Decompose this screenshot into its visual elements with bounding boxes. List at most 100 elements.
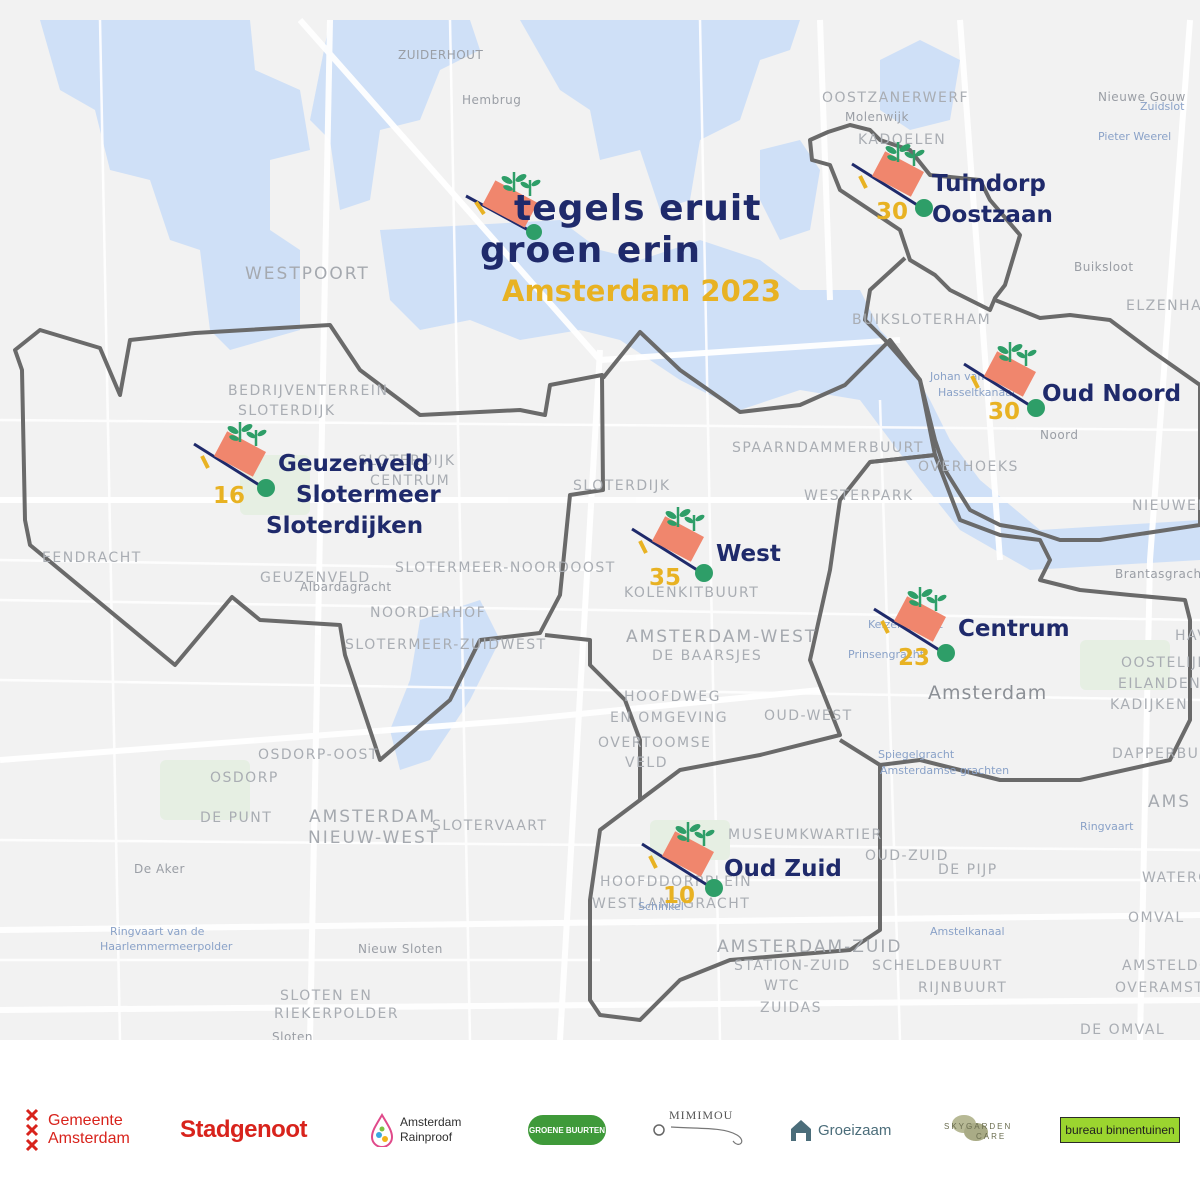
map-label: NOORDERHOF <box>370 605 487 621</box>
map-label: OOSTZANERWERF <box>822 90 970 106</box>
district-count: 30 <box>988 399 1021 425</box>
water-harbour <box>40 20 1200 770</box>
map-label: OOSTELIJKE <box>1121 655 1200 671</box>
map-label: De Aker <box>134 862 185 876</box>
sponsor-mimimou-text: MIMIMOU <box>669 1107 734 1122</box>
map-label: WESTLANDGRACHT <box>592 896 751 912</box>
map-label: OMVAL <box>1128 910 1185 926</box>
campaign-line-3: Amsterdam 2023 <box>502 274 782 308</box>
map-label: MUSEUMKWARTIER <box>728 827 883 843</box>
map-label: SLOTERDIJK <box>358 453 456 469</box>
map-label: SCHELDEBUURT <box>872 958 1003 974</box>
map-label: Amsterdamse grachten <box>880 764 1010 777</box>
map-label: HAVE <box>1175 628 1200 644</box>
map-label: Amsterdam <box>928 682 1048 704</box>
map-label: AMS <box>1148 792 1192 812</box>
district-count: 30 <box>876 199 909 225</box>
wheelbarrow-icon <box>963 342 1045 417</box>
sponsor-rainproof[interactable]: Amsterdam Rainproof <box>370 1100 461 1160</box>
parks <box>160 455 1170 860</box>
amsterdam-xxx-icon <box>25 1108 39 1152</box>
map-label: NIEUW-WEST <box>308 828 440 848</box>
sponsor-binnentuinen[interactable]: bureau binnentuinen <box>1060 1100 1180 1160</box>
map-base <box>0 18 1200 1040</box>
sponsor-stadgenoot[interactable]: Stadgenoot <box>180 1100 308 1160</box>
map-label: KADIJKEN <box>1110 697 1189 713</box>
district-name: West <box>716 541 781 567</box>
map-label: Buiksloot <box>1074 260 1134 274</box>
map-label: ELZENHAG <box>1126 298 1200 314</box>
sponsor-binnentuinen-text: bureau binnentuinen <box>1065 1123 1175 1137</box>
map-label: CENTRUM <box>370 473 451 489</box>
map-label: WESTPOORT <box>245 264 370 284</box>
sponsor-gemeente-line1: Gemeente <box>48 1112 123 1129</box>
leaf-icon <box>952 1115 988 1141</box>
wheelbarrow-icon <box>631 507 713 582</box>
district-count: 10 <box>663 883 696 909</box>
boundary-geuzenveld <box>13 323 605 762</box>
map-label: Amstelkanaal <box>930 925 1005 938</box>
map-label: EENDRACHT <box>42 550 142 566</box>
map-label: DE PUNT <box>200 810 273 826</box>
map-label: Albardagracht <box>300 580 392 594</box>
sponsor-skygarden-line1: SKYGARDEN <box>944 1122 1013 1131</box>
map-label: OVERHOEKS <box>918 459 1019 475</box>
map-label: Spiegelgracht <box>878 748 955 761</box>
map-label: BUIKSLOTERHAM <box>852 312 992 328</box>
map-label: SLOTERDIJK <box>573 478 671 494</box>
sponsor-groene-buurten[interactable]: GROENE BUURTEN <box>528 1100 606 1160</box>
map-label: STATION-ZUID <box>734 958 851 974</box>
map-label: BEDRIJVENTERREIN <box>228 383 389 399</box>
streets <box>0 19 1200 1040</box>
map-label: Johan van <box>930 370 985 383</box>
map-label: DE BAARSJES <box>652 648 763 664</box>
district-boundaries <box>13 123 1200 1022</box>
campaign-line-1: tegels eruit <box>514 188 762 229</box>
map-label: KOLENKITBUURT <box>624 585 760 601</box>
map-label: SLOTERMEER-ZUIDWEST <box>345 637 547 653</box>
boundary-tuindorp <box>808 123 1022 312</box>
sponsor-groene-buurten-text: GROENE BUURTEN <box>528 1125 605 1135</box>
map-label: Pieter Weerel <box>1098 130 1172 143</box>
district-count: 23 <box>898 645 931 671</box>
map-label: AMSTERDAM-ZUID <box>717 937 903 957</box>
map-label: SLOTERMEER-NOORDOOST <box>395 560 616 576</box>
map-label: AMSTERDAM-WEST <box>626 627 818 647</box>
sponsor-skygarden[interactable]: SKYGARDEN CARE <box>944 1100 1024 1160</box>
map-label: WATERGR <box>1142 870 1200 886</box>
district-name: Centrum <box>958 616 1070 642</box>
map-label: OUD-ZUID <box>865 848 949 864</box>
swirl-icon <box>670 1125 743 1145</box>
map-label: ZUIDAS <box>760 1000 822 1016</box>
sponsor-rainproof-line1: Amsterdam <box>400 1115 462 1129</box>
map-label: EILANDEN EN <box>1118 676 1200 692</box>
map-label: DE OMVAL <box>1080 1022 1166 1038</box>
boundary-centrum <box>838 453 1192 782</box>
sponsor-gemeente[interactable]: Gemeente Amsterdam <box>24 1100 130 1160</box>
district-count: 16 <box>213 483 246 509</box>
map-label: WESTERPARK <box>804 488 914 504</box>
map-label: Haarlemmermeerpolder <box>100 940 233 953</box>
map-label: AMSTERDAM <box>309 807 437 827</box>
map-label: ZUIDERHOUT <box>398 48 484 62</box>
map-label: KADOELEN <box>858 132 947 148</box>
sponsor-groeizaam[interactable]: Groeizaam <box>788 1100 891 1160</box>
map-label: Prinsengracht <box>848 648 925 661</box>
map-label: RIEKERPOLDER <box>274 1006 400 1022</box>
map-label: OSDORP-OOST <box>258 747 379 763</box>
sponsor-mimimou[interactable]: MIMIMOU <box>652 1100 749 1160</box>
map-label: Hasseltkanaal <box>938 386 1016 399</box>
sponsor-groeizaam-text: Groeizaam <box>818 1121 892 1139</box>
boundary-west <box>544 330 937 802</box>
wheelbarrow-icon <box>641 822 723 897</box>
district-name: Oud Zuid <box>724 856 842 882</box>
raindrop-icon <box>370 1113 394 1147</box>
district-name: Oostzaan <box>932 202 1053 228</box>
map-label: RIJNBUURT <box>918 980 1008 996</box>
campaign-line-2: groen erin <box>480 230 701 271</box>
map-label: NIEUWEN <box>1132 498 1200 514</box>
palette-icon <box>653 1124 665 1136</box>
map-label: Nieuwe Gouw <box>1098 90 1186 104</box>
map-label: Ringvaart van de <box>110 925 205 938</box>
